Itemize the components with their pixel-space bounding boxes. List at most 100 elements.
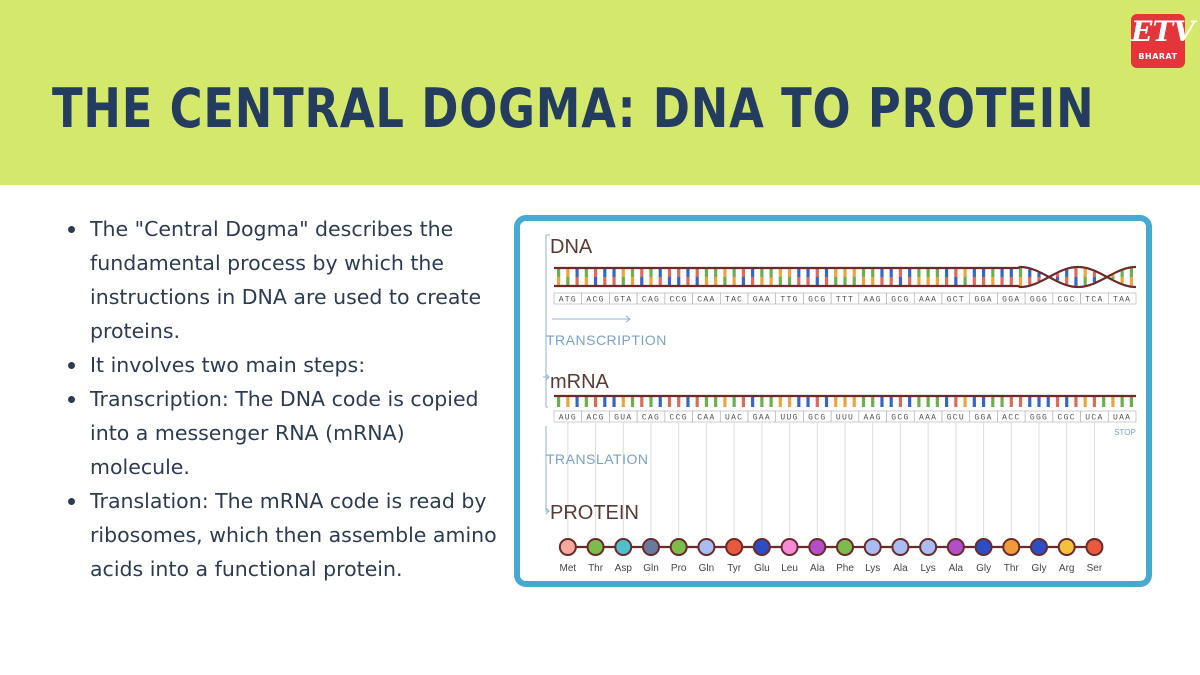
mrna-base xyxy=(732,397,736,407)
amino-acid-label: Asp xyxy=(615,563,633,574)
dna-base xyxy=(1028,269,1032,277)
amino-acid-label: Phe xyxy=(836,563,854,574)
mrna-base xyxy=(1018,397,1023,407)
dna-base-pair xyxy=(963,277,967,285)
mrna-base xyxy=(991,397,995,407)
codon-text: TAA xyxy=(1113,296,1131,305)
etv-bharat-logo: ETV BHARAT xyxy=(1131,14,1195,68)
mrna-base xyxy=(658,397,662,407)
amino-acid-label: Thr xyxy=(588,563,604,574)
dna-base-pair xyxy=(861,277,866,285)
logo-glyph: ETV xyxy=(1131,15,1195,48)
codon-text: ACC xyxy=(1002,414,1020,423)
translation-bracket-line xyxy=(545,426,549,512)
mrna-arrow-head-icon xyxy=(545,373,550,381)
mrna-base xyxy=(695,397,699,407)
mrna-base xyxy=(861,397,866,407)
amino-acid-label: Lys xyxy=(921,563,936,574)
dna-base xyxy=(593,269,598,277)
dna-base-pair xyxy=(787,277,792,285)
dna-base-pair xyxy=(1111,277,1115,280)
codon-text: GCG xyxy=(808,414,826,423)
dna-base-pair xyxy=(981,277,986,285)
mrna-base xyxy=(806,397,810,407)
mrna-base xyxy=(908,397,912,407)
protein-arrow-head-icon xyxy=(545,507,550,515)
dna-base xyxy=(584,269,588,277)
dna-strand xyxy=(554,265,1137,289)
dna-base-pair xyxy=(1065,277,1069,285)
dna-base-pair xyxy=(1083,277,1087,286)
codon-text: CCG xyxy=(670,296,688,305)
dna-base xyxy=(612,269,616,277)
amino-acid-bead xyxy=(725,538,744,556)
mrna-base xyxy=(612,397,616,407)
dna-base xyxy=(797,269,801,277)
dna-base-pair xyxy=(945,277,949,285)
mrna-base xyxy=(649,397,653,407)
dna-base xyxy=(575,269,579,277)
amino-acid-bead xyxy=(1002,538,1021,556)
codon-text: UUU xyxy=(836,414,854,423)
mrna-base xyxy=(824,397,829,407)
codon-text: CGC xyxy=(1058,414,1076,423)
dna-base-pair xyxy=(1037,277,1041,282)
dna-base xyxy=(1092,271,1097,277)
mrna-base xyxy=(557,397,561,407)
bullet-item: The "Central Dogma" describes the fundam… xyxy=(68,212,498,348)
amino-acid-bead xyxy=(919,538,938,556)
dna-base-pair xyxy=(871,277,875,285)
amino-acid-bead xyxy=(780,538,799,556)
mrna-base xyxy=(1037,397,1041,407)
mrna-base xyxy=(797,397,801,407)
mrna-base xyxy=(1111,397,1115,407)
amino-acid-label: Glu xyxy=(754,563,770,574)
page-title: THE CENTRAL DOGMA: DNA TO PROTEIN xyxy=(52,77,1095,140)
codon-text: GGA xyxy=(974,296,992,305)
codon-text: GCU xyxy=(947,414,965,423)
mrna-base xyxy=(981,397,986,407)
mrna-base xyxy=(1120,397,1124,407)
amino-acid-bead xyxy=(586,538,605,556)
logo-text: BHARAT xyxy=(1138,52,1178,61)
amino-acid-label: Gly xyxy=(976,563,991,574)
codon-text: GAA xyxy=(753,414,771,423)
dna-base-pair xyxy=(1092,277,1097,283)
dna-base xyxy=(898,269,903,277)
amino-acid-bead xyxy=(614,538,633,556)
dna-base xyxy=(1037,272,1041,277)
bullet-dot-icon xyxy=(68,226,75,233)
dna-base-pair xyxy=(917,277,921,285)
stop-label: STOP xyxy=(1114,428,1136,437)
mrna-base xyxy=(1129,397,1133,407)
mrna-base xyxy=(1083,397,1087,407)
dna-base-pair xyxy=(954,277,958,285)
flow-arrows xyxy=(543,234,631,515)
dna-base xyxy=(889,269,893,277)
dna-base-pair xyxy=(1009,277,1013,285)
dna-base xyxy=(566,269,570,277)
mrna-base xyxy=(1028,397,1032,407)
dna-backbone-bottom xyxy=(554,265,1137,289)
mrna-base xyxy=(787,397,792,407)
dna-base-pair xyxy=(584,277,588,285)
codon-text: GCG xyxy=(808,296,826,305)
amino-acid-bead xyxy=(891,538,910,556)
dna-base xyxy=(723,269,727,277)
dna-base-pair xyxy=(926,277,930,285)
dna-base-pair xyxy=(640,277,644,285)
amino-acid-label: Thr xyxy=(1004,563,1020,574)
mrna-base xyxy=(760,397,764,407)
amino-acid-label: Gln xyxy=(699,563,715,574)
dna-base-pair xyxy=(667,277,672,285)
title-banner xyxy=(0,0,1200,185)
mrna-base xyxy=(880,397,884,407)
codon-text: GCG xyxy=(891,414,909,423)
dna-base-pair xyxy=(714,277,718,285)
translation-guide-lines xyxy=(567,422,1095,537)
mrna-base xyxy=(963,397,967,407)
codon-text: GAA xyxy=(753,296,771,305)
